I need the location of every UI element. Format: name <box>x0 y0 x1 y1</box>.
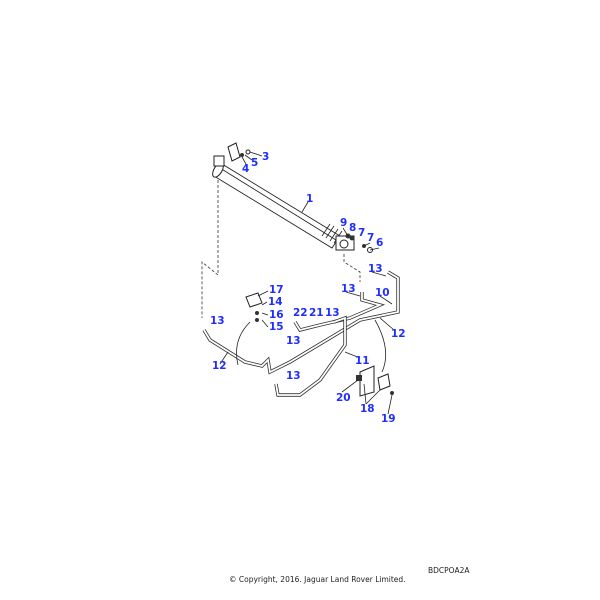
callout-15: 15 <box>269 321 284 333</box>
callout-12b: 12 <box>212 360 227 372</box>
callout-13a: 13 <box>368 263 383 275</box>
callout-17: 17 <box>269 284 284 296</box>
callout-3: 3 <box>262 151 269 163</box>
callout-6: 6 <box>376 237 383 249</box>
callout-21: 21 <box>309 307 324 319</box>
callout-19: 19 <box>381 413 396 425</box>
bracket-top <box>227 142 251 162</box>
callout-7b: 7 <box>367 232 374 244</box>
callout-1: 1 <box>306 193 313 205</box>
diagram-code: BDCPOA2A <box>428 566 470 575</box>
callout-13e: 13 <box>210 315 225 327</box>
callout-4: 4 <box>242 163 249 175</box>
callout-labels: 1 3 4 5 9 8 7 7 6 13 13 10 12 17 14 16 1… <box>210 151 406 425</box>
callout-18: 18 <box>360 403 375 415</box>
callout-5: 5 <box>251 157 258 169</box>
sensor-bracket <box>245 292 263 322</box>
callout-13f: 13 <box>286 370 301 382</box>
callout-13d: 13 <box>286 335 301 347</box>
callout-12a: 12 <box>391 328 406 340</box>
callout-22: 22 <box>293 307 308 319</box>
callout-10: 10 <box>375 287 390 299</box>
callout-14: 14 <box>268 296 283 308</box>
copyright-text: © Copyright, 2016. Jaguar Land Rover Lim… <box>229 575 406 584</box>
callout-16: 16 <box>269 309 284 321</box>
callout-20: 20 <box>336 392 351 404</box>
callout-8: 8 <box>349 222 356 234</box>
callout-9: 9 <box>340 217 347 229</box>
pipes <box>202 270 400 397</box>
cooler-tube <box>212 155 355 251</box>
callout-7: 7 <box>358 227 365 239</box>
clip-bracket <box>356 365 394 397</box>
callout-11: 11 <box>355 355 370 367</box>
callout-13c: 13 <box>325 307 340 319</box>
leader-lines <box>219 151 395 415</box>
callout-13b: 13 <box>341 283 356 295</box>
